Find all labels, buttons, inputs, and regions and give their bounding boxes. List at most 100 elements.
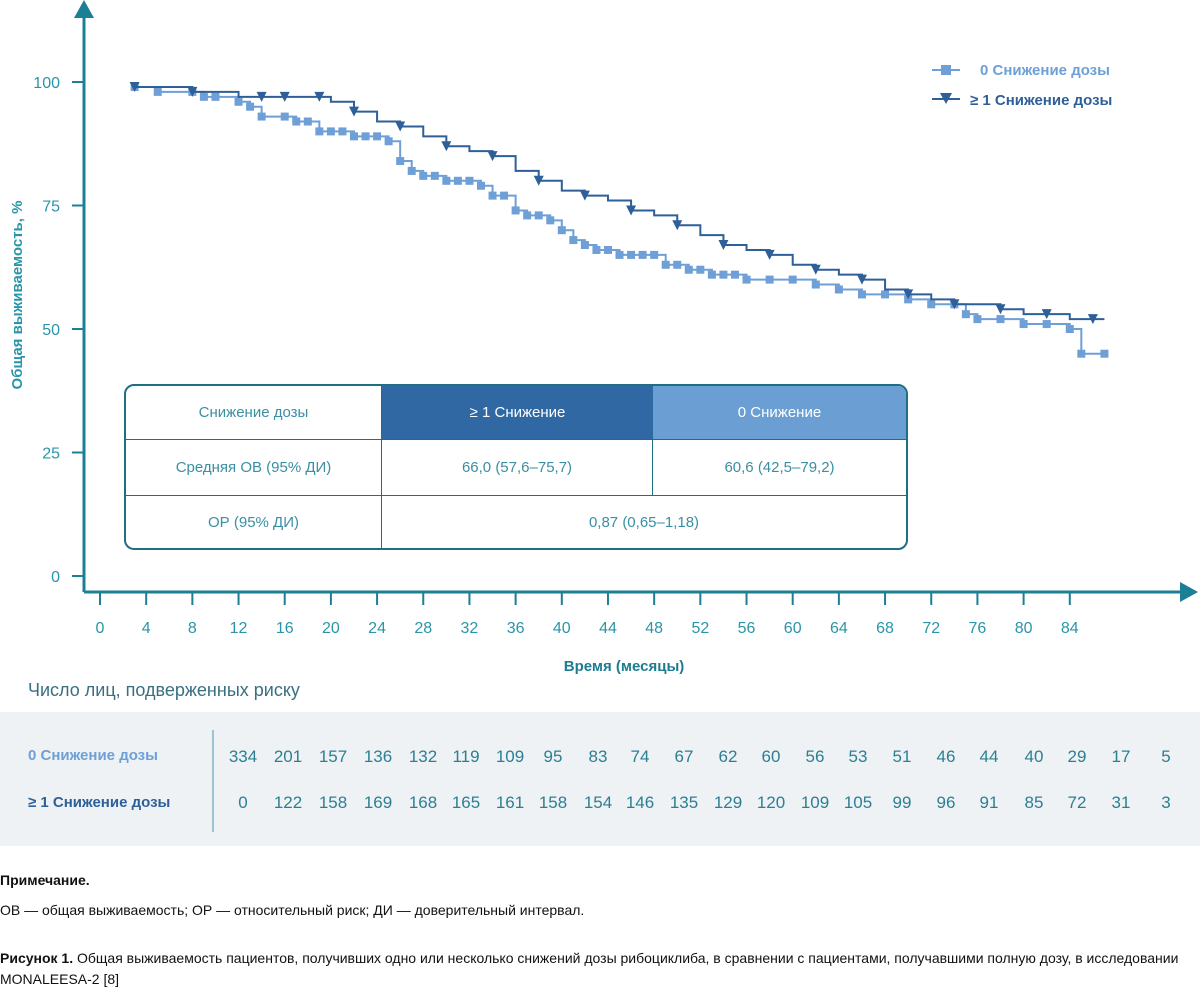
data-point-square bbox=[650, 250, 659, 259]
data-point-square bbox=[834, 285, 843, 294]
data-point-square bbox=[292, 117, 301, 126]
data-point-square bbox=[465, 176, 474, 185]
x-tick-label: 64 bbox=[830, 620, 848, 637]
data-point-square bbox=[246, 102, 255, 111]
data-point-square bbox=[211, 92, 220, 101]
data-point-square bbox=[396, 157, 405, 166]
risk-table-divider bbox=[212, 730, 214, 832]
risk-value: 72 bbox=[1067, 793, 1087, 812]
risk-value: 136 bbox=[363, 747, 393, 766]
data-point-square bbox=[569, 236, 578, 245]
x-tick-label: 28 bbox=[414, 620, 432, 637]
risk-value: 40 bbox=[1024, 747, 1044, 766]
data-point-triangle bbox=[395, 121, 406, 132]
data-point-square bbox=[1065, 325, 1074, 333]
data-point-square bbox=[857, 290, 866, 299]
x-tick-label: 4 bbox=[142, 620, 151, 637]
risk-value: 46 bbox=[936, 747, 956, 766]
risk-value: 165 bbox=[451, 793, 481, 812]
data-point-square bbox=[1042, 320, 1051, 329]
risk-value: 129 bbox=[713, 793, 743, 812]
data-point-square bbox=[742, 275, 751, 284]
data-point-square bbox=[927, 300, 936, 309]
x-tick-label: 84 bbox=[1061, 620, 1079, 637]
risk-value: 5 bbox=[1161, 747, 1171, 766]
risk-value: 146 bbox=[625, 793, 655, 812]
legend-entry-0-reduction: 0 Снижение дозы bbox=[932, 62, 1110, 79]
data-point-triangle bbox=[626, 205, 637, 216]
risk-value: 29 bbox=[1067, 747, 1087, 766]
data-point-square bbox=[615, 250, 624, 259]
data-point-triangle bbox=[995, 304, 1006, 315]
data-point-square bbox=[580, 241, 589, 250]
data-point-square bbox=[765, 275, 774, 284]
data-point-square bbox=[684, 265, 693, 274]
data-point-square bbox=[696, 265, 705, 274]
x-tick-label: 32 bbox=[461, 620, 479, 637]
data-point-square bbox=[592, 245, 601, 254]
y-tick-label: 75 bbox=[42, 199, 60, 216]
risk-value: 109 bbox=[800, 793, 830, 812]
data-point-square bbox=[627, 250, 636, 259]
data-point-triangle bbox=[279, 91, 290, 102]
legend-label-0-reduction: 0 Снижение дозы bbox=[980, 62, 1110, 79]
data-point-square bbox=[1019, 320, 1028, 329]
data-point-triangle bbox=[348, 106, 359, 117]
risk-value: 119 bbox=[452, 747, 480, 766]
data-point-square bbox=[257, 112, 266, 121]
data-point-square bbox=[430, 171, 439, 180]
x-tick-label: 60 bbox=[784, 620, 802, 637]
data-point-triangle bbox=[856, 274, 867, 285]
stats-hr-value: 0,87 (0,65–1,18) bbox=[588, 513, 700, 531]
risk-value: 105 bbox=[843, 793, 873, 812]
risk-row-label-0-reduction: 0 Снижение дозы bbox=[28, 747, 158, 764]
stats-header-1-reduction: ≥ 1 Снижение bbox=[382, 386, 653, 440]
risk-value: 135 bbox=[669, 793, 699, 812]
data-point-square bbox=[476, 181, 485, 190]
data-point-triangle bbox=[256, 91, 267, 102]
stats-table: Снижение дозы ≥ 1 Снижение 0 Снижение Ср… bbox=[124, 384, 908, 550]
data-point-square bbox=[961, 310, 970, 319]
risk-value: 44 bbox=[979, 747, 999, 766]
risk-row-label-1-reduction: ≥ 1 Снижение дозы bbox=[28, 794, 171, 811]
data-point-square bbox=[199, 92, 208, 101]
risk-value: 169 bbox=[363, 793, 393, 812]
data-point-square bbox=[419, 171, 428, 180]
risk-value: 99 bbox=[892, 793, 912, 812]
risk-value: 122 bbox=[273, 793, 303, 812]
stats-median-os-1-reduction: 66,0 (57,6–75,7) bbox=[382, 440, 653, 496]
data-point-square bbox=[511, 206, 520, 215]
data-point-square bbox=[730, 270, 739, 279]
legend-triangle-marker bbox=[940, 93, 952, 104]
caption-text: Общая выживаемость пациентов, получивших… bbox=[0, 950, 1179, 987]
x-tick-label: 16 bbox=[276, 620, 294, 637]
y-tick-label: 25 bbox=[42, 446, 60, 463]
data-point-triangle bbox=[1041, 309, 1052, 320]
risk-value: 91 bbox=[979, 793, 999, 812]
risk-table bbox=[0, 712, 1200, 846]
risk-value: 56 bbox=[805, 747, 825, 766]
risk-value: 132 bbox=[408, 747, 438, 766]
data-point-square bbox=[707, 270, 716, 279]
x-tick-label: 76 bbox=[969, 620, 987, 637]
data-point-triangle bbox=[533, 175, 544, 186]
data-point-square bbox=[534, 211, 543, 220]
risk-value: 17 bbox=[1111, 747, 1131, 766]
data-point-square bbox=[373, 132, 382, 141]
y-axis-label: Общая выживаемость, % bbox=[9, 201, 26, 390]
data-point-square bbox=[303, 117, 312, 126]
risk-value: 0 bbox=[238, 793, 248, 812]
data-point-square bbox=[361, 132, 370, 141]
data-point-square bbox=[500, 191, 509, 200]
data-point-triangle bbox=[314, 91, 325, 102]
risk-value: 158 bbox=[318, 793, 348, 812]
data-point-square bbox=[1077, 349, 1086, 358]
risk-value: 83 bbox=[588, 747, 608, 766]
data-point-triangle bbox=[187, 86, 198, 97]
y-tick-label: 0 bbox=[51, 569, 60, 586]
risk-value: 74 bbox=[630, 747, 650, 766]
data-point-square bbox=[638, 250, 647, 259]
data-point-square bbox=[1100, 349, 1109, 358]
data-point-square bbox=[719, 270, 728, 279]
